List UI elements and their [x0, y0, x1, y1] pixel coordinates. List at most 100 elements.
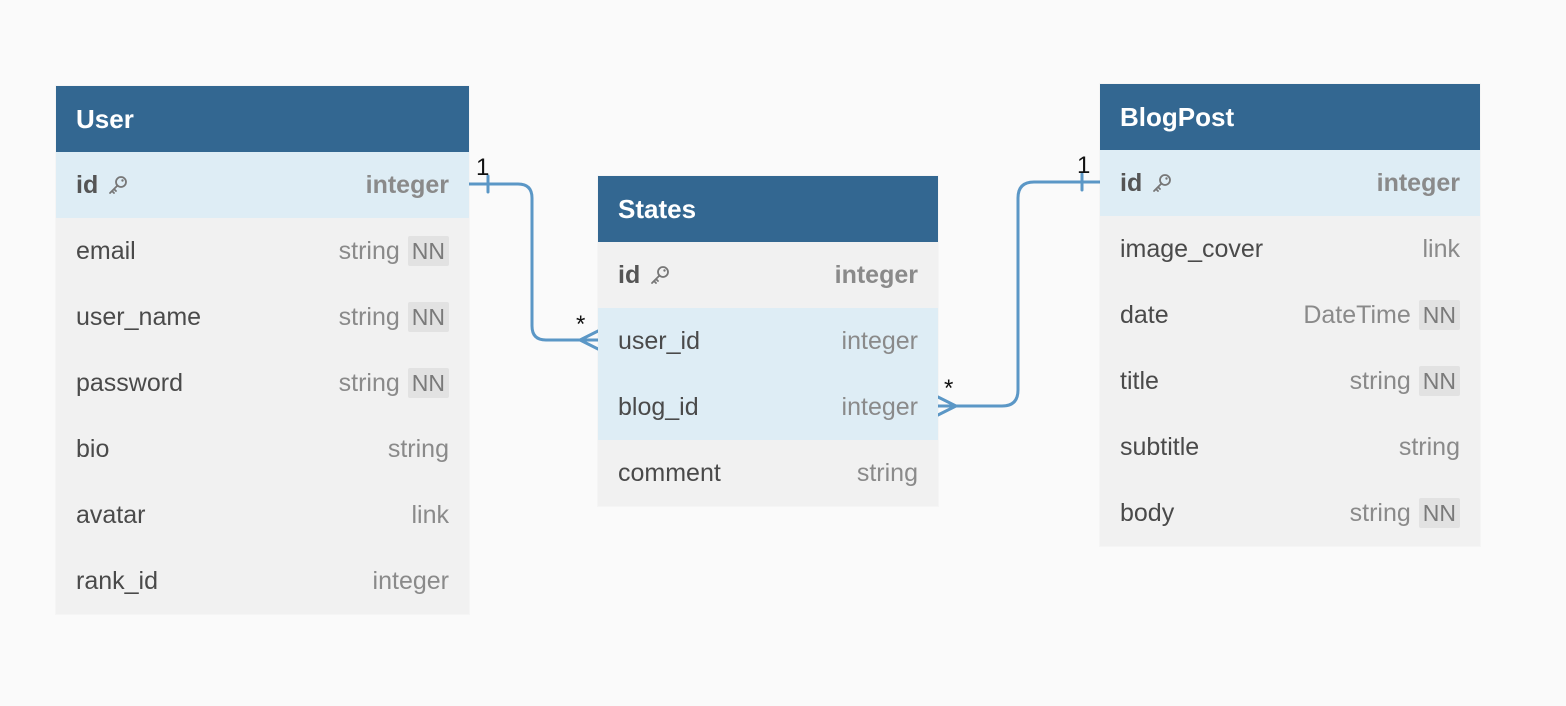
column-type: string [857, 459, 918, 488]
column-type-text: string [856, 458, 918, 487]
column-name-text: subtitle [1120, 432, 1200, 461]
column-type-text: string [1349, 366, 1411, 395]
column-name: user_id [618, 327, 700, 356]
column-name-text: avatar [76, 500, 146, 529]
column-name: image_cover [1120, 235, 1263, 264]
column-name-text: password [76, 368, 183, 397]
column-type-text: string [1398, 432, 1460, 461]
column-type: integer [366, 171, 449, 200]
blogpost-column-row[interactable]: image_cover link [1100, 216, 1480, 282]
not-null-badge: NN [1418, 366, 1460, 396]
column-name-text: title [1120, 366, 1159, 395]
not-null-badge: NN [1418, 300, 1460, 330]
column-type-text: integer [834, 260, 918, 289]
column-name: bio [76, 435, 109, 464]
column-name: id [1120, 169, 1174, 198]
states-table-header[interactable]: States [598, 176, 938, 242]
column-type-text: string [387, 434, 449, 463]
key-icon [648, 263, 672, 287]
blogpost-table-header[interactable]: BlogPost [1100, 84, 1480, 150]
blogpost-states-connector[interactable] [936, 180, 1102, 408]
column-name-text: id [1120, 168, 1143, 197]
column-type-text: string [1349, 498, 1411, 527]
column-name: body [1120, 499, 1174, 528]
column-type: integer [373, 567, 449, 596]
key-icon [106, 173, 130, 197]
column-type-text: string [338, 368, 400, 397]
column-type-text: DateTime [1303, 300, 1411, 329]
column-name: blog_id [618, 393, 699, 422]
column-name: email [76, 237, 136, 266]
user-column-row[interactable]: avatar link [56, 482, 469, 548]
column-name: id [618, 261, 672, 290]
column-name: id [76, 171, 130, 200]
column-name-text: user_name [76, 302, 202, 331]
column-name: title [1120, 367, 1159, 396]
blogpost-states-from-cardinality: 1 [1077, 152, 1091, 179]
column-type-text: integer [372, 566, 449, 595]
states-column-row[interactable]: user_id integer [598, 308, 938, 374]
column-type: link [1422, 235, 1460, 264]
user-states-connector[interactable] [467, 182, 600, 342]
column-type: string [1399, 433, 1460, 462]
column-name-text: body [1120, 498, 1175, 527]
column-type-text: link [1422, 234, 1460, 263]
not-null-badge: NN [1418, 498, 1460, 528]
column-name-text: email [76, 236, 136, 265]
blogpost-table[interactable]: BlogPost id integer image_cover link date Dat… [1100, 84, 1480, 546]
blogpost-column-row[interactable]: subtitle string [1100, 414, 1480, 480]
states-column-row[interactable]: id integer [598, 242, 938, 308]
not-null-badge: NN [407, 368, 449, 398]
user-states-to-cardinality: * [576, 311, 586, 338]
column-name: rank_id [76, 567, 158, 596]
column-type: integer [842, 327, 918, 356]
user-column-row[interactable]: bio string [56, 416, 469, 482]
not-null-badge: NN [407, 236, 449, 266]
column-name-text: user_id [618, 326, 700, 355]
column-name-text: id [618, 260, 641, 289]
column-name-text: comment [618, 458, 721, 487]
column-name: avatar [76, 501, 145, 530]
column-type-text: link [411, 500, 449, 529]
column-name-text: rank_id [76, 566, 158, 595]
key-icon [1150, 171, 1174, 195]
column-type-text: integer [841, 326, 918, 355]
user-column-row[interactable]: id integer [56, 152, 469, 218]
column-type-text: integer [841, 392, 918, 421]
column-name: subtitle [1120, 433, 1199, 462]
column-name: date [1120, 301, 1169, 330]
states-blog-crowfoot [936, 395, 960, 417]
user-table-header[interactable]: User [56, 86, 469, 152]
states-column-row[interactable]: blog_id integer [598, 374, 938, 440]
blogpost-column-row[interactable]: id integer [1100, 150, 1480, 216]
column-type: string [388, 435, 449, 464]
column-type-text: string [338, 236, 400, 265]
not-null-badge: NN [407, 302, 449, 332]
states-column-row[interactable]: comment string [598, 440, 938, 506]
user-column-row[interactable]: rank_id integer [56, 548, 469, 614]
column-type-text: string [338, 302, 400, 331]
column-name: user_name [76, 303, 201, 332]
column-type: link [411, 501, 449, 530]
column-name: password [76, 369, 183, 398]
column-name-text: blog_id [618, 392, 699, 421]
user-states-from-cardinality: 1 [476, 154, 490, 181]
column-type: integer [1377, 169, 1460, 198]
column-name-text: image_cover [1120, 234, 1264, 263]
column-name-text: bio [76, 434, 110, 463]
